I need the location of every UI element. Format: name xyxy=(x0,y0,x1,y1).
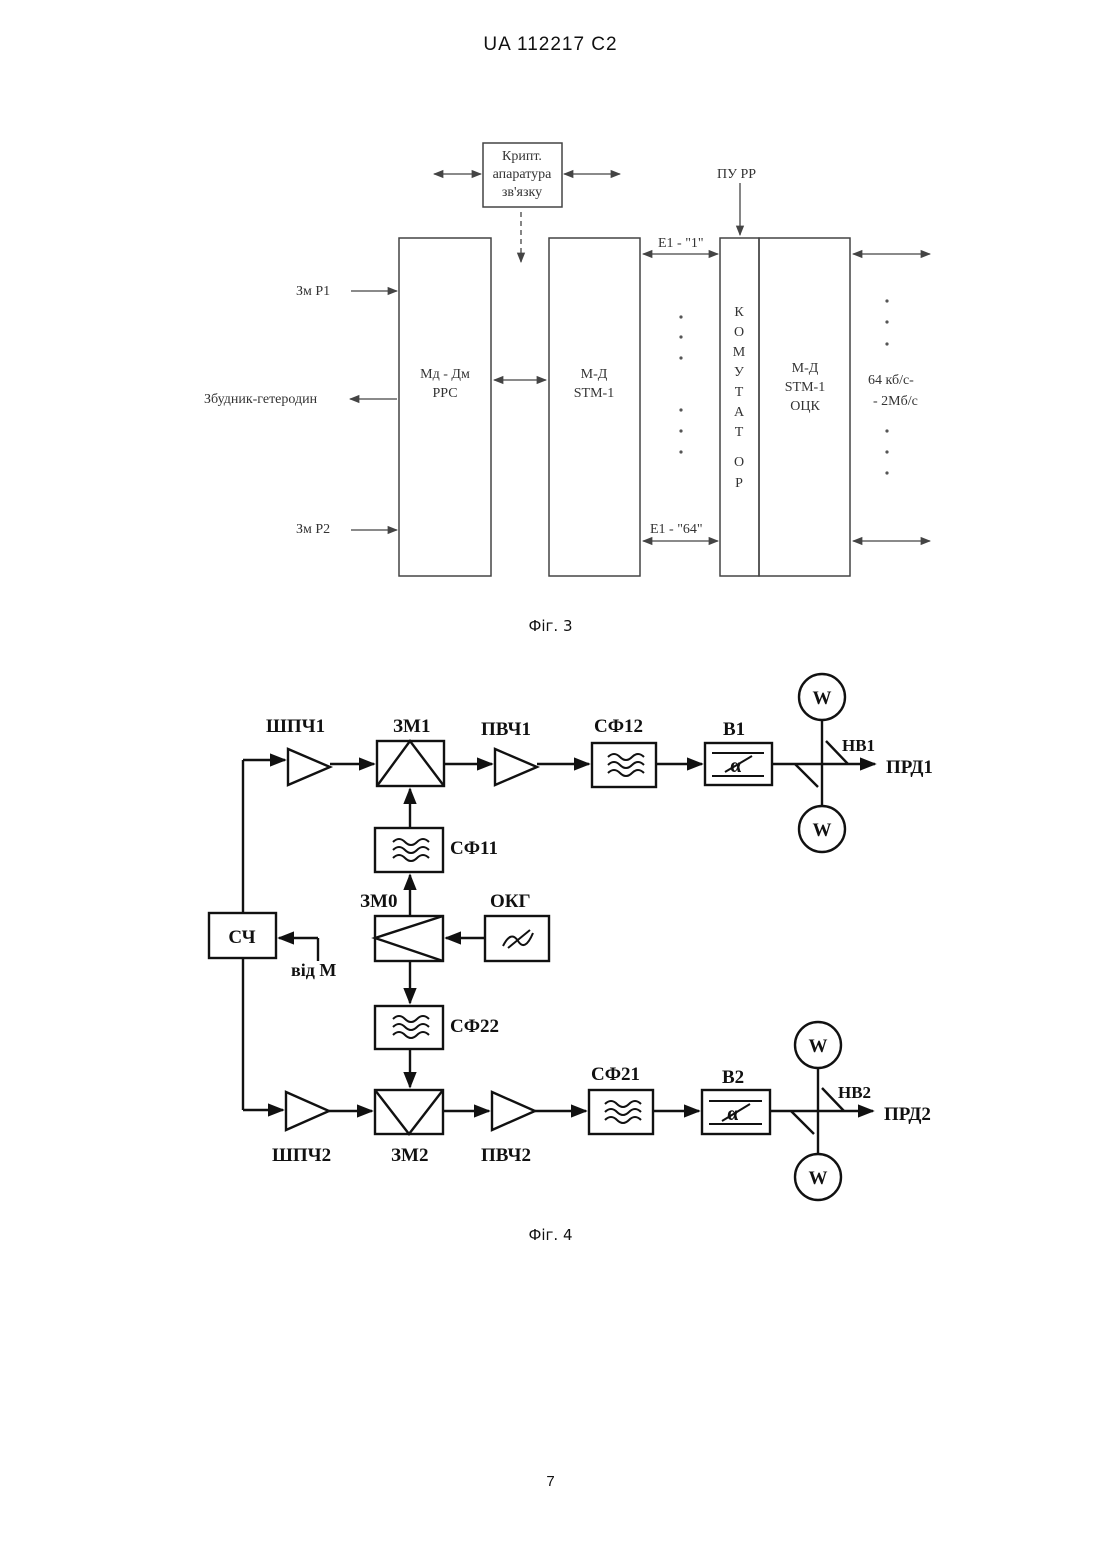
page-number: 7 xyxy=(0,1473,1101,1490)
wattmeter-4-label: W xyxy=(809,1168,828,1189)
b2-label: В2 xyxy=(722,1067,744,1088)
wattmeter-2-label: W xyxy=(813,820,832,841)
figure-4-diagram: ШПЧ1 ЗМ1 ПВЧ1 СФ12 В1 α W W НВ1 ПРД1 xyxy=(0,0,1101,1230)
filter-sf12 xyxy=(592,743,656,787)
mixer-zm2 xyxy=(375,1090,443,1134)
amp-shpch1 xyxy=(288,749,330,785)
zm2-label: ЗМ2 xyxy=(391,1145,428,1166)
zm0-label: ЗМ0 xyxy=(360,891,397,912)
nv2-label: НВ2 xyxy=(838,1083,871,1102)
b1-label: В1 xyxy=(723,719,745,740)
sf22-label: СФ22 xyxy=(450,1016,499,1037)
amp-pvch2 xyxy=(492,1092,535,1130)
amp-pvch1 xyxy=(495,749,537,785)
okg-label: ОКГ xyxy=(490,891,531,912)
shpch2-label: ШПЧ2 xyxy=(272,1145,331,1166)
filter-sf11 xyxy=(375,828,443,872)
nv1-label: НВ1 xyxy=(842,736,875,755)
b1-alpha: α xyxy=(730,755,741,777)
sf11-label: СФ11 xyxy=(450,838,498,859)
oscillator-okg xyxy=(485,916,549,961)
mixer-zm0 xyxy=(375,916,443,961)
wattmeter-3-label: W xyxy=(809,1036,828,1057)
pvch2-label: ПВЧ2 xyxy=(481,1145,531,1166)
b2-alpha: α xyxy=(727,1103,738,1125)
sf12-label: СФ12 xyxy=(594,716,643,737)
figure-4-caption: Фіг. 4 xyxy=(0,1226,1101,1244)
wattmeter-1-label: W xyxy=(813,688,832,709)
vid-m-label: від М xyxy=(291,960,336,980)
amp-shpch2 xyxy=(286,1092,329,1130)
filter-sf21 xyxy=(589,1090,653,1134)
shpch1-label: ШПЧ1 xyxy=(266,716,325,737)
zm1-label: ЗМ1 xyxy=(393,716,430,737)
filter-sf22 xyxy=(375,1006,443,1049)
mixer-zm1 xyxy=(377,741,444,786)
prd1-label: ПРД1 xyxy=(886,757,933,778)
pvch1-label: ПВЧ1 xyxy=(481,719,531,740)
prd2-label: ПРД2 xyxy=(884,1104,931,1125)
sch-label: СЧ xyxy=(228,927,255,948)
sf21-label: СФ21 xyxy=(591,1064,640,1085)
